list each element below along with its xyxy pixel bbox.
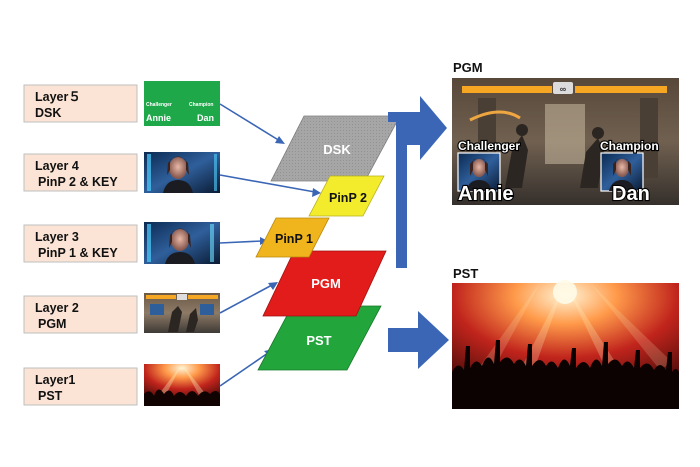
connector-pst [219,352,269,387]
connector-dsk [219,103,281,142]
thumb-dsk-right-top: Champion [189,102,213,108]
svg-text:∞: ∞ [560,84,567,94]
layer-label-5: Layer５ DSK [23,84,138,123]
connector-lines [219,103,321,387]
layer-label-5-line2: DSK [35,106,61,120]
plane-pinp2: PinP 2 [308,175,385,217]
plane-dsk-label: DSK [323,142,351,157]
layer-label-4-line2: PinP 2 & KEY [38,175,118,189]
plane-pst: PST [257,305,382,371]
output-pgm-left-name: Annie [458,183,514,205]
layer-label-2: Layer 2 PGM [23,295,138,334]
plane-pgm-label: PGM [311,276,341,291]
thumb-pinp1 [144,222,220,264]
output-pgm-left-top: Challenger [458,139,520,153]
layer-label-2-line1: Layer 2 [35,301,79,315]
layer-label-3-line2: PinP 1 & KEY [38,246,118,260]
output-pgm-right-top: Champion [600,139,659,153]
thumb-pst [144,364,220,406]
layer-label-3: Layer 3 PinP 1 & KEY [23,224,138,263]
thumb-dsk-left-name: Annie [146,113,171,123]
plane-pinp1-label: PinP 1 [275,232,313,246]
connector-pinp1 [219,240,263,244]
layer-label-5-line1: Layer５ [35,90,81,104]
plane-pinp2-label: PinP 2 [329,191,367,205]
layer-label-1-line1: Layer1 [35,373,75,387]
plane-pinp1: PinP 1 [255,217,330,258]
output-pgm-right-name: Dan [612,183,650,205]
connector-pgm [219,284,273,314]
output-arrow-pgm [388,96,447,268]
thumb-dsk: Challenger Annie Champion Dan [144,81,220,126]
layer-label-3-line1: Layer 3 [35,230,79,244]
layer-label-1: Layer1 PST [23,367,138,406]
thumb-pinp2 [144,152,220,193]
layer-label-2-line2: PGM [38,317,66,331]
plane-pgm: PGM [262,250,387,317]
thumb-dsk-left-top: Challenger [146,102,172,108]
layer-label-4-line1: Layer 4 [35,159,79,173]
output-pst-screen [452,280,679,409]
layer-label-4: Layer 4 PinP 2 & KEY [23,153,138,192]
plane-dsk: DSK [270,115,401,182]
layer-label-1-line2: PST [38,389,63,403]
output-pgm-screen: ∞ Challenger Annie Champion Dan [452,78,679,206]
connector-pinp2 [219,174,316,193]
output-title-pgm: PGM [453,60,483,75]
output-arrow-pst [388,311,449,369]
output-title-pst: PST [453,266,478,281]
thumb-dsk-right-name: Dan [197,113,214,123]
plane-pst-label: PST [306,333,331,348]
thumb-pgm [144,293,220,333]
